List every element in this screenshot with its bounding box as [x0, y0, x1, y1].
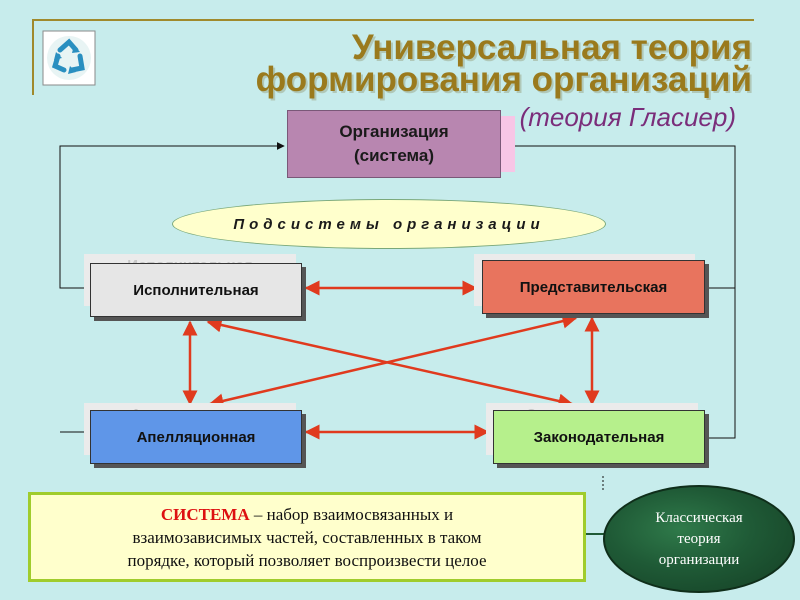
representative-label: Представительская — [519, 278, 668, 296]
definition-line1: – набор взаимосвязанных и — [249, 504, 454, 524]
legislative-label: Законодательная — [533, 428, 665, 446]
appellate-box[interactable]: Апелляционная — [90, 410, 302, 464]
definition-line3: порядке, который позволяет воспроизвести… — [127, 550, 487, 570]
arrow-diag-repr-appeal — [208, 313, 578, 409]
system-definition-text: СИСТЕМА – набор взаимосвязанных и взаимо… — [127, 503, 486, 572]
representative-box[interactable]: Представительская — [482, 260, 705, 314]
right-feedback-line — [501, 142, 736, 289]
classic-line1: Классическая — [655, 509, 743, 526]
executive-box[interactable]: Исполнительная — [90, 263, 302, 317]
executive-label: Исполнительная — [133, 281, 259, 299]
right-feedback-branch — [703, 288, 736, 439]
header-side-line — [32, 19, 34, 95]
system-keyword: СИСТЕМА — [160, 504, 250, 524]
classic-line2: теория — [677, 530, 721, 547]
page-title-line2: формирования организаций — [255, 60, 752, 99]
left-feedback-line — [59, 142, 285, 289]
appellate-label: Апелляционная — [136, 428, 256, 446]
organization-box[interactable]: Организация (система) — [287, 110, 501, 178]
organization-label: Организация — [339, 122, 449, 141]
classic-theory-button[interactable]: Классическая теория организации — [603, 485, 795, 593]
header-divider-line — [32, 19, 754, 21]
page-subtitle: (теория Гласиер) — [519, 102, 736, 132]
organization-sublabel: (система) — [353, 146, 435, 165]
recycle-logo-icon — [42, 30, 96, 86]
page-title-line1: Универсальная теория — [351, 28, 752, 67]
subsystems-ellipse: Подсистемы организации — [172, 199, 606, 249]
classic-line3: организации — [658, 551, 740, 568]
legislative-box[interactable]: Законодательная — [493, 410, 705, 464]
system-definition-box: СИСТЕМА – набор взаимосвязанных и взаимо… — [28, 492, 586, 582]
definition-line2: взаимозависимых частей, составленных в т… — [132, 527, 482, 547]
